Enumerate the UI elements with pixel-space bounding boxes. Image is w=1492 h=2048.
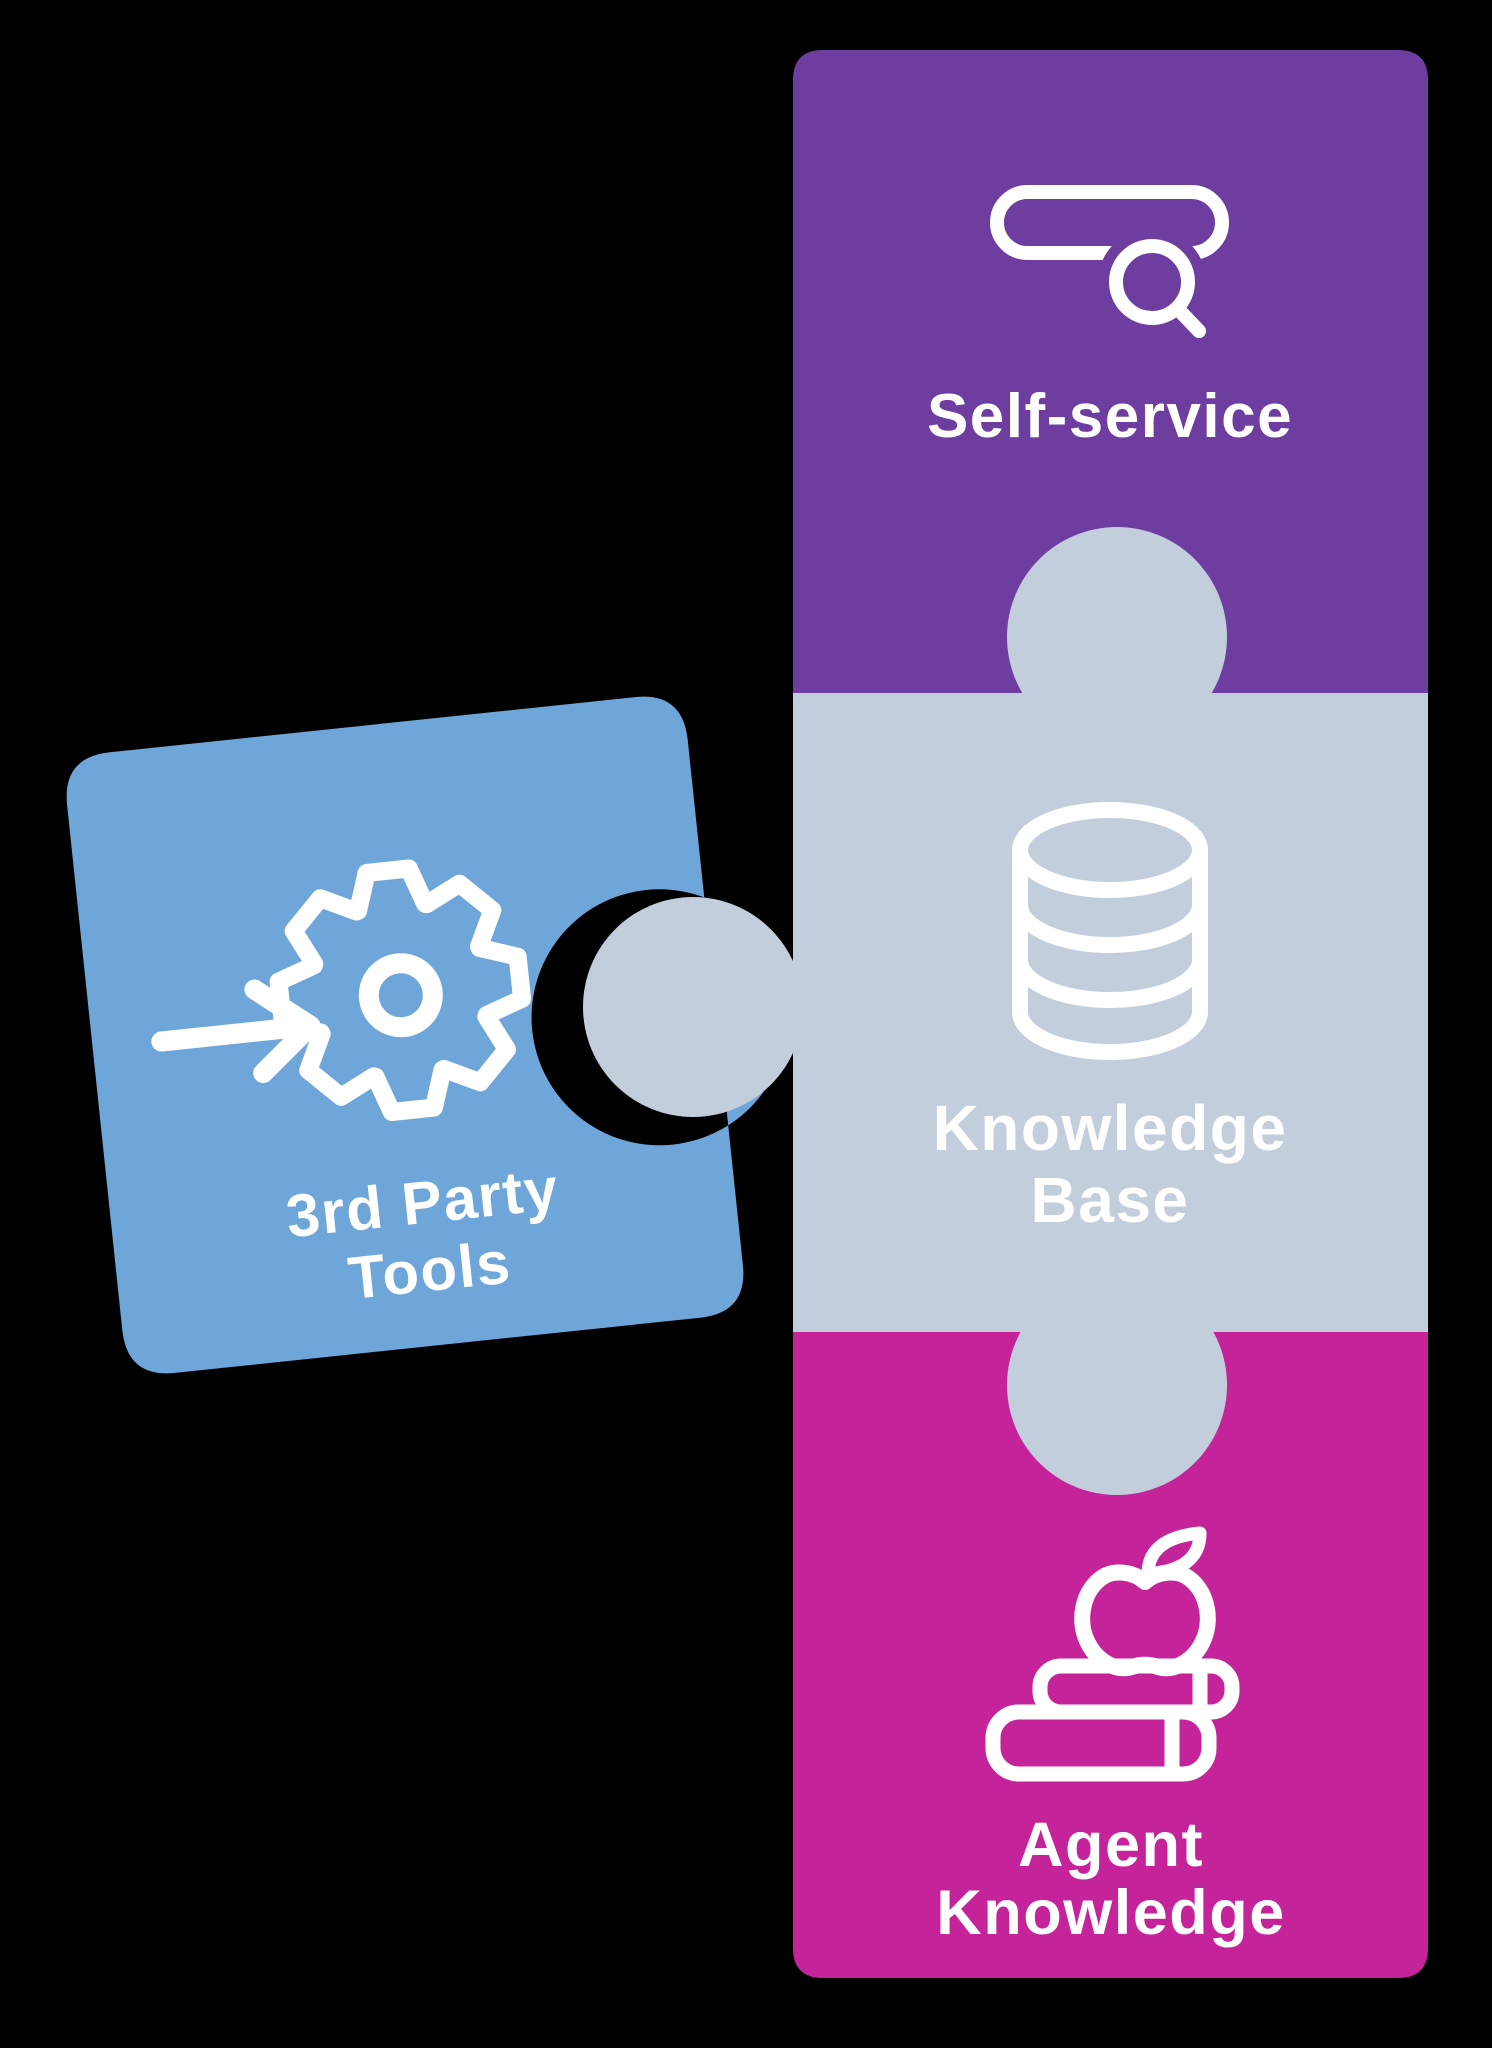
database-icon	[1012, 802, 1208, 1060]
database-band-1	[1012, 904, 1208, 953]
database-sides	[1012, 850, 1208, 1012]
puzzle-piece-agent-knowledge	[793, 1332, 1428, 1978]
puzzle-piece-3rd-party-tools: 3rd Party Tools	[66, 696, 788, 1374]
arrow-shaft	[151, 1017, 307, 1052]
arrow-head	[244, 979, 321, 1084]
puzzle-knob-left	[583, 897, 803, 1117]
puzzle-piece-knowledge-base: Knowledge Base	[583, 527, 1428, 1495]
puzzle-knob-bottom	[1007, 1275, 1227, 1495]
agent-knowledge-label-line1: Agent	[1018, 1810, 1204, 1880]
self-service-piece-body	[793, 50, 1428, 693]
puzzle-piece-self-service	[793, 50, 1428, 693]
book-bottom	[985, 1704, 1217, 1782]
gear-hub	[358, 953, 443, 1038]
agent-knowledge-piece-body	[793, 1332, 1428, 1978]
database-bottom-arc	[1012, 1011, 1208, 1060]
magnifier-lens	[1109, 239, 1195, 325]
apple-leaf	[1141, 1526, 1207, 1581]
agent-knowledge-label-line2: Knowledge	[936, 1878, 1286, 1948]
database-band-2	[1012, 959, 1208, 1008]
magnifier-handle	[1171, 302, 1206, 338]
knowledge-base-label-line1: Knowledge	[933, 1092, 1288, 1164]
knowledge-base-label-line2: Base	[1031, 1164, 1190, 1236]
apple-body	[1074, 1564, 1216, 1677]
puzzle-knob-top	[1007, 527, 1227, 747]
gear-outline	[269, 859, 532, 1122]
third-party-piece-body-with-socket	[66, 696, 788, 1374]
self-service-label: Self-service	[927, 382, 1293, 451]
gear-with-arrow-icon	[151, 859, 532, 1122]
apple-on-books-icon	[985, 1526, 1240, 1782]
knowledge-base-piece-body	[793, 693, 1428, 1332]
search-bar-magnifier-icon	[990, 185, 1229, 338]
